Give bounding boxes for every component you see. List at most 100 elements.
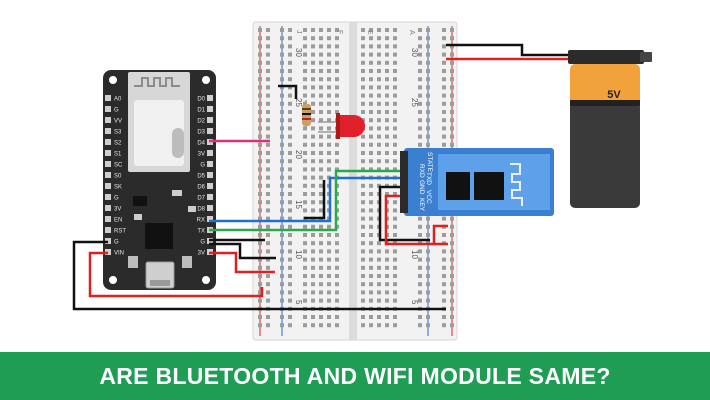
breadboard-hole bbox=[393, 274, 397, 278]
breadboard-hole bbox=[426, 282, 430, 287]
breadboard-hole bbox=[280, 151, 284, 155]
breadboard-hole bbox=[377, 257, 381, 262]
breadboard-hole bbox=[319, 69, 323, 73]
breadboard-hole bbox=[303, 315, 307, 319]
breadboard-hole bbox=[258, 175, 262, 180]
breadboard-column-letters: J F E A bbox=[295, 30, 415, 35]
breadboard-hole bbox=[418, 93, 422, 98]
column-letter: E bbox=[366, 30, 373, 35]
breadboard-hole bbox=[385, 126, 389, 131]
breadboard-hole bbox=[393, 265, 397, 270]
breadboard-hole bbox=[303, 175, 307, 180]
breadboard-hole bbox=[319, 126, 323, 131]
breadboard-hole bbox=[303, 265, 307, 270]
breadboard-hole bbox=[266, 69, 270, 73]
breadboard-hole bbox=[258, 134, 262, 139]
breadboard-hole bbox=[266, 60, 270, 65]
breadboard-hole bbox=[319, 101, 323, 106]
breadboard-hole bbox=[418, 249, 422, 254]
breadboard-hole bbox=[303, 282, 307, 287]
breadboard-hole bbox=[266, 315, 270, 319]
breadboard-hole bbox=[311, 249, 315, 254]
breadboard-hole bbox=[442, 233, 446, 237]
breadboard-hole bbox=[385, 192, 389, 196]
breadboard-hole bbox=[426, 118, 430, 123]
breadboard-hole bbox=[266, 93, 270, 98]
breadboard-hole bbox=[327, 52, 331, 57]
breadboard-hole bbox=[418, 216, 422, 221]
breadboard-hole bbox=[288, 175, 292, 180]
breadboard-hole bbox=[335, 323, 339, 328]
breadboard-hole bbox=[280, 208, 284, 213]
breadboard-hole bbox=[442, 282, 446, 287]
breadboard-hole bbox=[442, 85, 446, 90]
breadboard-hole bbox=[393, 36, 397, 41]
breadboard-hole bbox=[319, 118, 323, 123]
column-letter: J bbox=[295, 30, 302, 34]
esp-pin-label: G bbox=[200, 163, 205, 169]
breadboard-hole bbox=[426, 126, 430, 131]
breadboard-hole bbox=[377, 52, 381, 57]
breadboard-hole bbox=[450, 265, 454, 270]
breadboard-hole bbox=[288, 249, 292, 254]
breadboard-hole bbox=[385, 93, 389, 98]
breadboard-hole bbox=[311, 241, 315, 246]
esp-pin-label: RX bbox=[197, 218, 205, 224]
breadboard-hole bbox=[361, 323, 365, 328]
breadboard-hole bbox=[369, 257, 373, 262]
breadboard-hole bbox=[377, 126, 381, 131]
breadboard-hole bbox=[393, 233, 397, 237]
esp-pin-label: SK bbox=[114, 185, 122, 191]
breadboard-hole bbox=[258, 257, 262, 262]
breadboard-hole bbox=[288, 192, 292, 196]
breadboard-hole bbox=[426, 142, 430, 147]
breadboard-hole bbox=[280, 241, 284, 246]
breadboard-hole bbox=[280, 36, 284, 41]
breadboard-hole bbox=[327, 134, 331, 139]
wifi-shield-slot bbox=[172, 128, 184, 158]
breadboard-hole bbox=[311, 126, 315, 131]
breadboard-hole bbox=[393, 110, 397, 114]
breadboard-hole bbox=[377, 151, 381, 155]
breadboard-hole bbox=[311, 93, 315, 98]
breadboard-hole bbox=[369, 142, 373, 147]
breadboard-hole bbox=[319, 44, 323, 49]
breadboard-hole bbox=[319, 249, 323, 254]
wire-black-led bbox=[278, 84, 298, 99]
breadboard-hole bbox=[335, 60, 339, 65]
breadboard-hole bbox=[442, 216, 446, 221]
esp-pin-label: D1 bbox=[197, 108, 205, 114]
breadboard-hole bbox=[319, 175, 323, 180]
breadboard-hole bbox=[335, 159, 339, 164]
breadboard-hole bbox=[288, 142, 292, 147]
breadboard-hole bbox=[418, 52, 422, 57]
breadboard-hole bbox=[393, 134, 397, 139]
esp-pin-label: D2 bbox=[197, 119, 205, 125]
breadboard-hole bbox=[319, 298, 323, 303]
led-rim bbox=[336, 113, 340, 139]
breadboard-hole bbox=[369, 192, 373, 196]
breadboard-hole bbox=[311, 192, 315, 196]
wire-black-g-left bbox=[72, 240, 446, 311]
breadboard-hole bbox=[442, 323, 446, 328]
breadboard-hole bbox=[385, 110, 389, 114]
breadboard-hole bbox=[288, 241, 292, 246]
breadboard-hole bbox=[393, 200, 397, 205]
breadboard-hole bbox=[361, 28, 365, 32]
breadboard-hole bbox=[385, 101, 389, 106]
breadboard-hole bbox=[319, 233, 323, 237]
breadboard-hole bbox=[327, 282, 331, 287]
breadboard-hole bbox=[393, 282, 397, 287]
breadboard-hole bbox=[450, 224, 454, 229]
breadboard-hole bbox=[335, 282, 339, 287]
bt-pin-label: STATE bbox=[426, 152, 433, 173]
breadboard-hole bbox=[450, 298, 454, 303]
breadboard-hole bbox=[361, 167, 365, 172]
breadboard-hole bbox=[327, 69, 331, 73]
breadboard-hole bbox=[385, 282, 389, 287]
breadboard-hole bbox=[288, 110, 292, 114]
breadboard-hole bbox=[280, 192, 284, 196]
esp-pin-label: 3V bbox=[198, 251, 205, 257]
breadboard-hole bbox=[426, 233, 430, 237]
breadboard-hole bbox=[393, 77, 397, 82]
